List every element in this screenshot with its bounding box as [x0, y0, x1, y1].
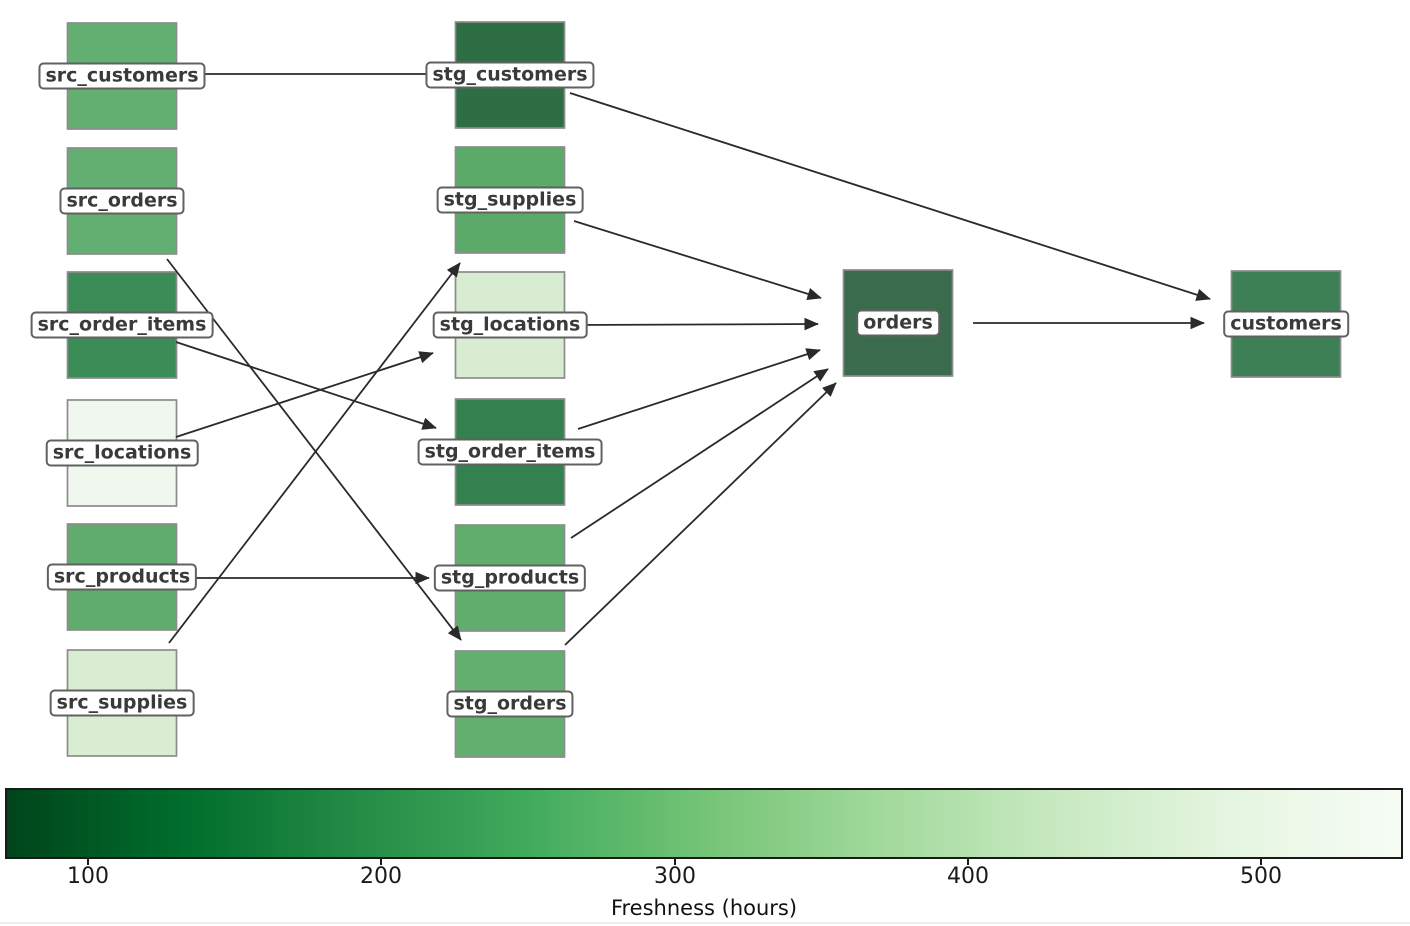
node-label-src_customers: src_customers: [38, 62, 206, 90]
node-label-customers: customers: [1223, 310, 1349, 338]
edge-stg_customers-to-customers: [569, 92, 1211, 301]
edge-src_supplies-to-stg_supplies: [168, 262, 461, 644]
edge-src_order_items-to-stg_order_items: [175, 341, 437, 430]
colorbar-tick-label-400: 400: [947, 864, 989, 889]
colorbar-tick-label-100: 100: [67, 864, 109, 889]
edge-stg_locations-to-orders: [571, 317, 819, 331]
colorbar-tick-mark-100: [87, 859, 89, 865]
colorbar-tick-mark-300: [674, 859, 676, 865]
freshness-colorbar: [5, 788, 1403, 859]
node-label-stg_products: stg_products: [433, 564, 587, 592]
edge-src_locations-to-stg_locations: [175, 351, 434, 438]
node-label-stg_supplies: stg_supplies: [436, 186, 584, 214]
node-label-stg_order_items: stg_order_items: [417, 438, 603, 466]
node-label-stg_customers: stg_customers: [425, 61, 595, 89]
edge-stg_order_items-to-orders: [577, 348, 821, 430]
colorbar-tick-label-200: 200: [360, 864, 402, 889]
edge-stg_orders-to-orders: [564, 382, 837, 646]
node-label-src_products: src_products: [46, 563, 198, 591]
node-label-src_locations: src_locations: [45, 439, 199, 467]
edge-stg_supplies-to-orders: [573, 220, 822, 300]
node-label-src_orders: src_orders: [59, 187, 185, 215]
node-label-stg_locations: stg_locations: [432, 311, 588, 339]
colorbar-tick-mark-400: [967, 859, 969, 865]
colorbar-tick-label-500: 500: [1240, 864, 1282, 889]
colorbar-tick-label-300: 300: [654, 864, 696, 889]
colorbar-axis-label: Freshness (hours): [610, 896, 798, 920]
edge-src_orders-to-stg_orders: [166, 258, 462, 641]
bottom-divider: [0, 922, 1410, 924]
node-label-src_supplies: src_supplies: [49, 689, 195, 717]
edge-stg_products-to-orders: [570, 368, 829, 539]
colorbar-tick-mark-500: [1260, 859, 1262, 865]
node-label-stg_orders: stg_orders: [446, 690, 574, 718]
node-label-orders: orders: [856, 309, 940, 337]
colorbar-tick-mark-200: [380, 859, 382, 865]
node-label-src_order_items: src_order_items: [30, 311, 214, 339]
